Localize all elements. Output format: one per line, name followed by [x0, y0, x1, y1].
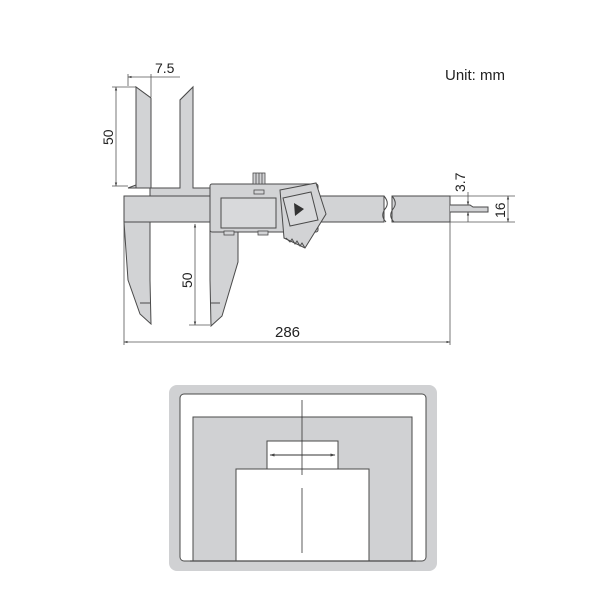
- dim-outside-jaw-tip-width: 7.5: [155, 60, 175, 76]
- dim-outside-jaw-length: 50: [179, 272, 195, 288]
- slider-body: [209, 172, 327, 249]
- play-triangle-icon: [294, 203, 304, 216]
- dim-beam-width: 16: [492, 202, 508, 218]
- upper-inside-jaws: [127, 85, 211, 199]
- lcd-screen: [220, 197, 277, 229]
- lower-outside-jaws: [123, 221, 239, 328]
- dim-overall-length: 286: [275, 324, 300, 341]
- dimension-lines: [112, 74, 515, 345]
- thumb-wheel: [252, 172, 266, 185]
- dim-inside-jaw-length: 50: [100, 129, 116, 145]
- unit-label: Unit: mm: [445, 67, 505, 84]
- application-inset: [169, 385, 437, 571]
- dim-depth-rod-offset: 3.7: [452, 172, 468, 192]
